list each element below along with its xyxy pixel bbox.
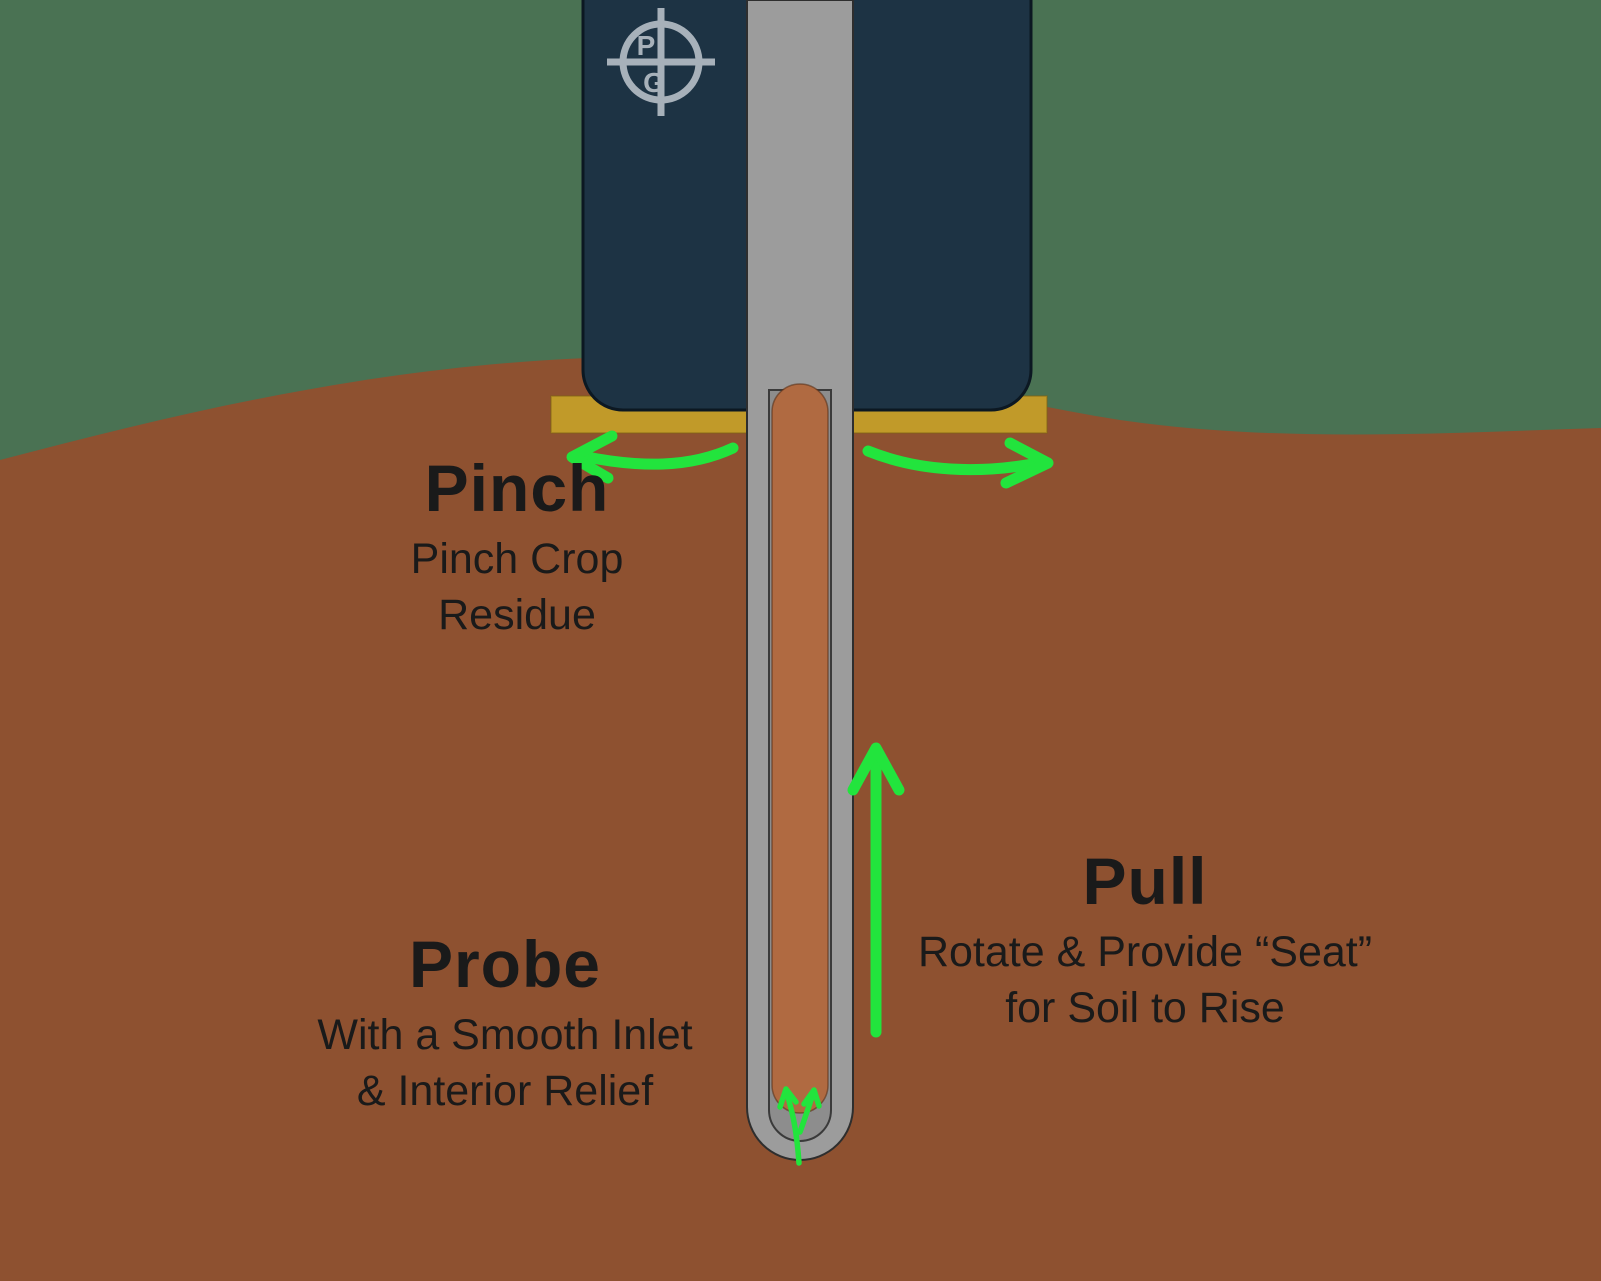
- pull-title: Pull: [1082, 844, 1208, 918]
- crosshair-logo-icon: P G: [607, 8, 715, 116]
- pull-arrow-icon: [847, 742, 905, 1038]
- soil-core: [771, 383, 829, 1114]
- pull-subtitle: Rotate & Provide “Seat” for Soil to Rise: [917, 927, 1373, 1033]
- probe-subtitle: With a Smooth Inlet & Interior Relief: [317, 1010, 693, 1116]
- probe-title: Probe: [408, 927, 602, 1001]
- pinch-title: Pinch: [424, 451, 610, 525]
- pinch-arrow-left-icon: [566, 430, 739, 484]
- pinch-arrow-right-icon: [862, 437, 1054, 489]
- probe-label: Probe With a Smooth Inlet & Interior Rel…: [235, 928, 775, 1120]
- logo-letter-top: P: [637, 30, 656, 61]
- pinch-label: Pinch Pinch Crop Residue: [317, 452, 717, 644]
- pull-label: Pull Rotate & Provide “Seat” for Soil to…: [865, 845, 1425, 1037]
- pinch-subtitle: Pinch Crop Residue: [410, 534, 624, 640]
- inlet-arrows-icon: [777, 1086, 822, 1166]
- logo-letter-bottom: G: [643, 67, 665, 98]
